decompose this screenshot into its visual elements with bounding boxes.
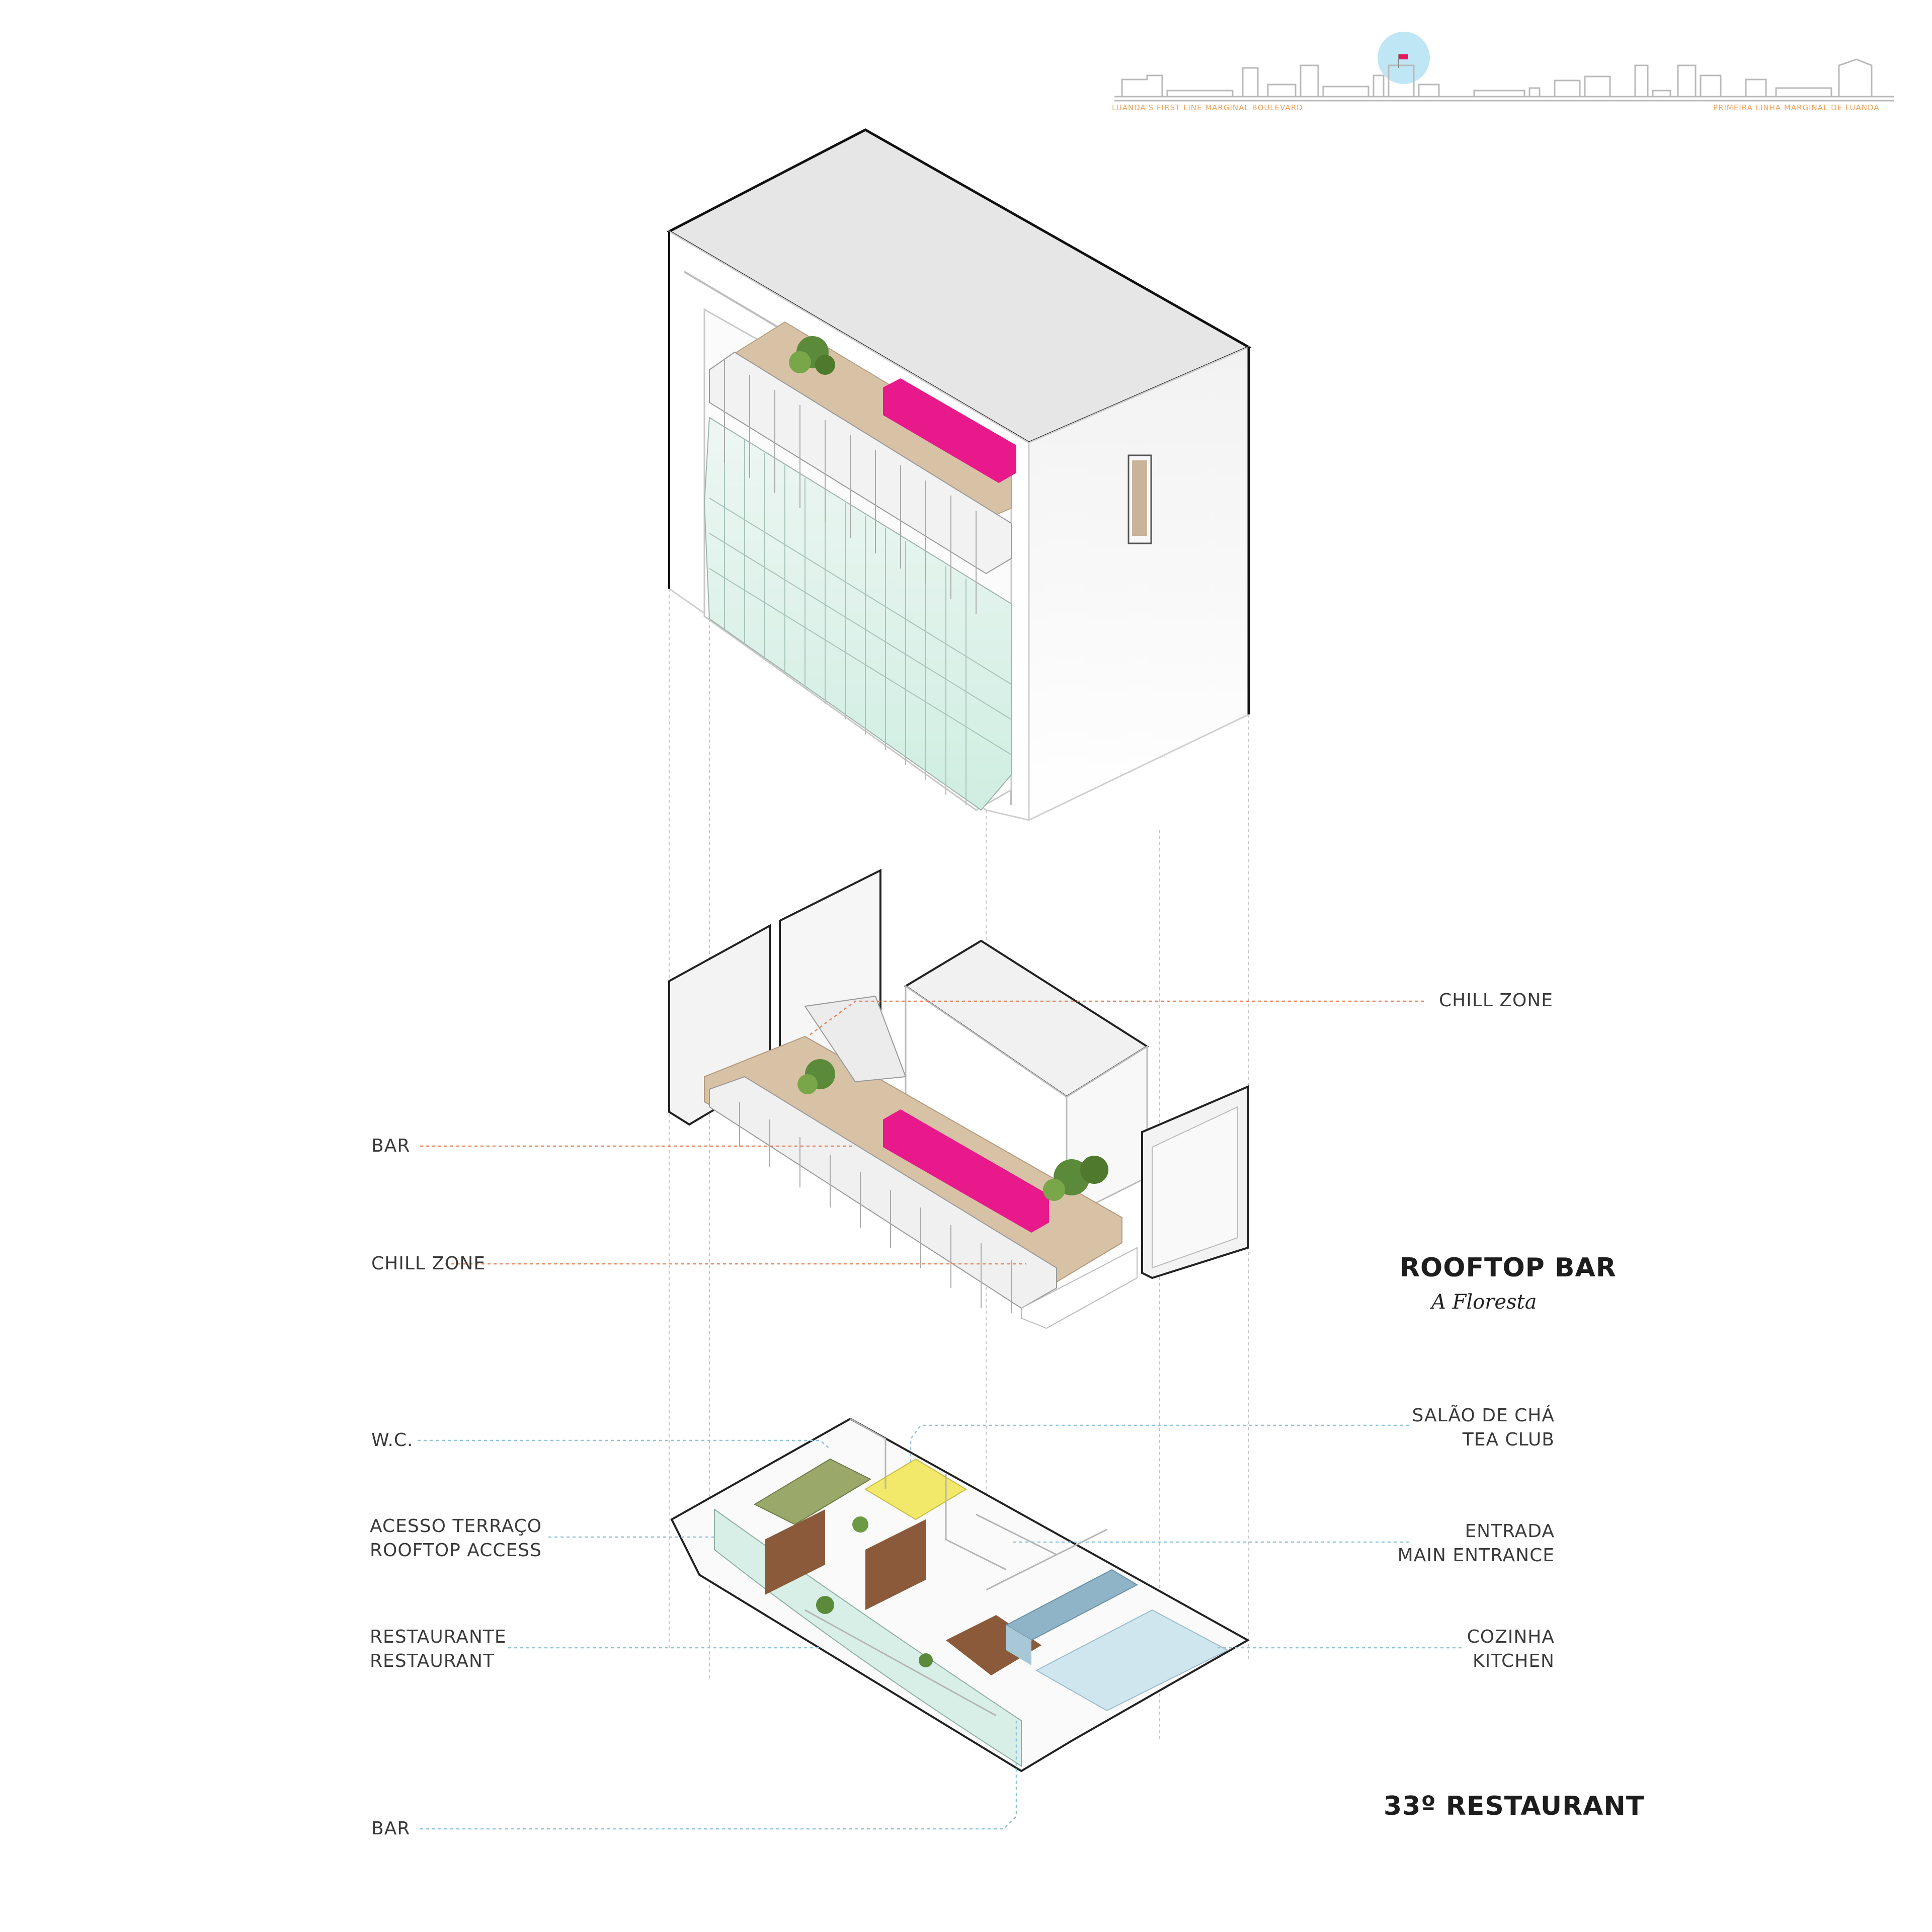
label-restaurant-en: RESTAURANT xyxy=(370,1651,495,1671)
label-kitchen-pt: COZINHA xyxy=(1467,1627,1555,1647)
kitchen-block xyxy=(1005,1569,1139,1641)
rooftop-palm-right xyxy=(1043,1156,1108,1201)
tower-pergola xyxy=(709,351,1012,575)
leader-lines-rooftop xyxy=(420,1000,1424,1265)
label-restaurant-pt: RESTAURANTE xyxy=(370,1627,507,1647)
label-kitchen: COZINHA KITCHEN xyxy=(1384,1625,1555,1673)
label-main-entrance-en: MAIN ENTRANCE xyxy=(1397,1545,1555,1566)
tower-palm xyxy=(789,336,835,375)
label-chill-zone-bottom: CHILL ZONE xyxy=(371,1253,486,1274)
rooftop-bar-title: ROOFTOP BAR xyxy=(1400,1253,1617,1283)
tea-club-room xyxy=(864,1458,967,1520)
rooftop-bar-counter xyxy=(883,1109,1049,1233)
label-kitchen-en: KITCHEN xyxy=(1473,1651,1555,1671)
wc-room xyxy=(753,1458,872,1525)
skyline-caption-right: PRIMEIRA LINHA MARGINAL DE LUANDA xyxy=(1713,103,1880,112)
rooftop-pergola xyxy=(709,1076,1057,1309)
rooftop-palm-left xyxy=(797,1059,835,1094)
label-tea-club: SALÃO DE CHÁ TEA CLUB xyxy=(1384,1404,1555,1452)
wood-panel-2 xyxy=(865,1519,926,1610)
label-bar-rooftop: BAR xyxy=(371,1136,411,1156)
rooftop-level xyxy=(668,868,1249,1329)
label-rooftop-access: ACESSO TERRAÇO ROOFTOP ACCESS xyxy=(370,1514,542,1563)
restaurant-title: 33º RESTAURANT xyxy=(1384,1791,1645,1821)
label-rooftop-access-en: ROOFTOP ACCESS xyxy=(370,1540,542,1561)
label-main-entrance-pt: ENTRADA xyxy=(1465,1521,1555,1542)
restaurant-level xyxy=(670,1417,1250,1773)
tower-bar-counter xyxy=(883,378,1016,483)
label-main-entrance: ENTRADA MAIN ENTRANCE xyxy=(1384,1519,1555,1568)
skyline-caption-left: LUANDA'S FIRST LINE MARGINAL BOULEVARD xyxy=(1112,103,1303,112)
rooftop-bar-subtitle: A Floresta xyxy=(1431,1291,1537,1314)
label-chill-zone-top: CHILL ZONE xyxy=(1439,990,1554,1011)
glass-facade xyxy=(703,417,1012,811)
tower-block xyxy=(666,128,1252,822)
leader-lines-restaurant xyxy=(418,1424,1462,1830)
wood-panel-1 xyxy=(765,1509,825,1595)
skyline-key-plan xyxy=(1114,32,1894,102)
label-rooftop-access-pt: ACESSO TERRAÇO xyxy=(370,1516,542,1537)
label-wc: W.C. xyxy=(371,1430,414,1451)
flag-marker xyxy=(1399,54,1408,59)
label-restaurant: RESTAURANTE RESTAURANT xyxy=(370,1625,507,1673)
label-tea-club-pt: SALÃO DE CHÁ xyxy=(1412,1405,1555,1426)
label-bar-restaurant: BAR xyxy=(371,1818,411,1839)
label-tea-club-en: TEA CLUB xyxy=(1462,1429,1555,1450)
